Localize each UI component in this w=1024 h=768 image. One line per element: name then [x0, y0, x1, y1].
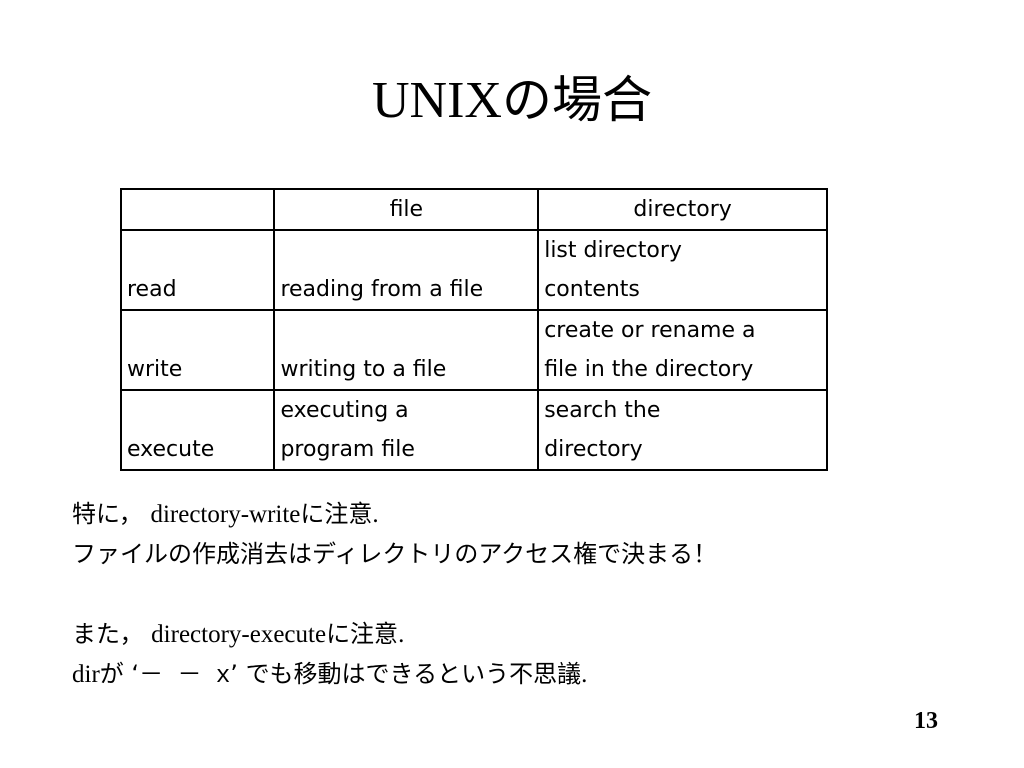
note-permission-string: － － x [139, 663, 231, 690]
table-cell-file: reading from a file [273, 229, 540, 311]
table-cell-directory: create or rename a file in the directory [537, 309, 828, 391]
note-suffix: でも移動はできるという不思議 [245, 660, 582, 688]
table-cell-file: writing to a file [273, 309, 540, 391]
table-header-directory: directory [537, 188, 828, 231]
table-header-row: file directory [119, 188, 828, 231]
table-cell-text: contents [544, 277, 640, 302]
note-dir: dir [72, 661, 100, 688]
note-term: directory-write [150, 501, 301, 528]
slide-title: UNIXの場合 [0, 68, 1024, 133]
table-cell-label: write [119, 309, 276, 391]
note-directory-execute: また， directory-executeに注意. [72, 614, 972, 654]
table-cell-text: reading from a file [280, 277, 484, 302]
table-cell-text: create or rename a [544, 318, 756, 343]
table-cell-label: execute [119, 389, 276, 471]
table-row-execute: execute executing a program file search … [119, 389, 828, 471]
notes: 特に， directory-writeに注意. ファイルの作成消去はディレクトリ… [72, 494, 972, 694]
note-open-quote: ‘ [131, 660, 140, 688]
table-row-read: read reading from a file list directory … [119, 229, 828, 311]
table-header-corner [119, 188, 276, 231]
table-cell-text: directory [544, 437, 643, 462]
table-cell-directory: search the directory [537, 389, 828, 471]
note-spacer [72, 574, 972, 614]
permission-table: file directory read reading from a file … [119, 188, 828, 471]
slide-title-latin: UNIX [372, 72, 502, 129]
table-cell-text: list directory [544, 238, 682, 263]
slide-title-japanese: の場合 [501, 71, 652, 129]
note-suffix: に注意 [326, 620, 399, 648]
table-cell-text: file in the directory [544, 357, 754, 382]
note-access-rights: ファイルの作成消去はディレクトリのアクセス権で決まる！ [72, 540, 718, 568]
note-suffix: に注意 [300, 500, 373, 528]
note-dir-execute-only: dirが ‘－ － x’ でも移動はできるという不思議. [72, 654, 972, 694]
table-cell-text: search the [544, 398, 661, 423]
table-cell-label: read [119, 229, 276, 311]
table-cell-text: executing a [280, 398, 409, 423]
note-ga: が [99, 660, 124, 688]
table-row-write: write writing to a file create or rename… [119, 309, 828, 391]
table-header-file: file [273, 188, 540, 231]
table-cell-file: executing a program file [273, 389, 540, 471]
note-directory-write: 特に， directory-writeに注意. [72, 494, 972, 534]
note-prefix: また， [72, 620, 144, 648]
note-period: . [398, 621, 405, 648]
note-prefix: 特に， [72, 500, 143, 528]
note-period: . [581, 661, 588, 688]
note-period: . [372, 501, 379, 528]
page-number: 13 [914, 708, 938, 734]
table-cell-text: program file [280, 437, 415, 462]
table-cell-text: writing to a file [280, 357, 447, 382]
table-cell-directory: list directory contents [537, 229, 828, 311]
note-close-quote: ’ [230, 660, 238, 688]
note-term: directory-execute [151, 621, 327, 648]
